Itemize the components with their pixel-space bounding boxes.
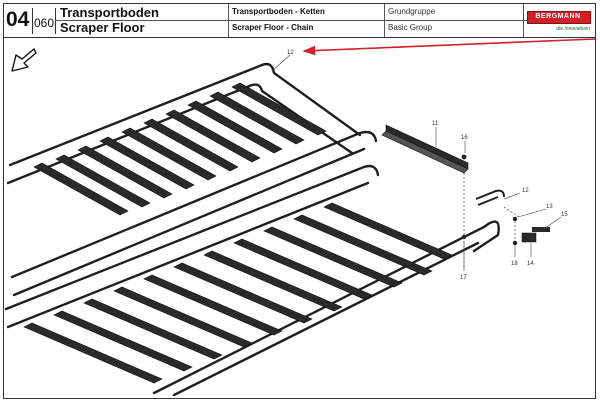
sheet-header: 04 060 Transportboden Scraper Floor Tran… [4,4,595,38]
title-german: Transportboden [60,5,159,20]
header-column-divider [523,4,524,37]
subtitle-english: Scraper Floor - Chain [232,23,314,32]
callout-label: 17 [460,275,467,281]
callout-leaders [271,54,562,271]
brand-logo: BERGMANN die Innovativen [524,6,592,35]
section-number: 04 [6,8,30,31]
parts-sheet: 04 060 Transportboden Scraper Floor Tran… [3,3,596,399]
exploded-parts-drawing: 12 11 16 12 13 15 18 14 17 [4,38,595,397]
callout-arrow [302,38,595,56]
callout-label: 15 [561,212,568,218]
slat-part-11 [381,124,469,174]
callout-label: 12 [287,50,294,56]
callout-label: 16 [461,135,468,141]
brand-tagline: die Innovativen [556,26,590,32]
callout-label: 12 [522,188,529,194]
group-german: Grundgruppe [388,7,436,16]
rear-chain-frame [6,62,378,297]
front-slats [23,202,453,384]
header-divider [56,20,531,21]
callout-label: 13 [546,204,553,210]
brand-name: BERGMANN [535,13,581,20]
rear-slats [33,82,327,216]
assembly-lines [463,161,520,269]
subsection-number: 060 [32,8,56,34]
arrow-left-down-icon [11,48,37,72]
title-english: Scraper Floor [60,20,145,35]
brand-logo-box [527,11,591,24]
header-column-divider [228,4,229,37]
callout-label: 11 [432,121,439,127]
callout-label: 14 [527,261,534,267]
callout-label: 18 [511,261,518,267]
group-english: Basic Group [388,23,433,32]
header-column-divider [384,4,385,37]
front-chain-frame [4,164,500,397]
fastener-parts [461,154,550,246]
subtitle-german: Transportboden - Ketten [232,7,325,16]
chain-end-part-12 [475,189,505,206]
